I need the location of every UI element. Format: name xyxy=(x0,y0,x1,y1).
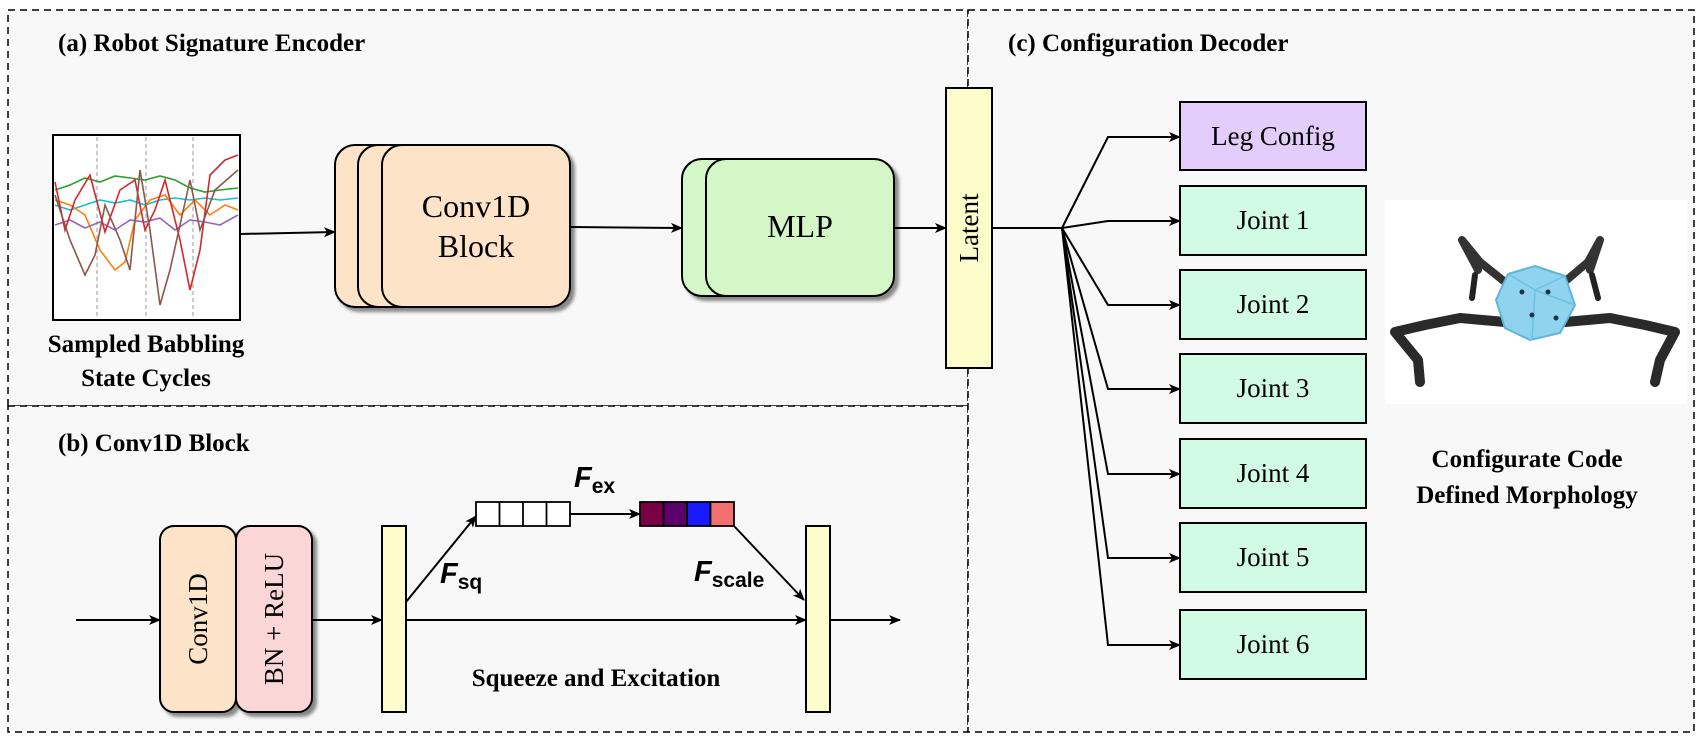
output-leg-config: Leg Config xyxy=(1179,101,1367,171)
se-input-feature-bar xyxy=(381,525,407,713)
section-c-title: (c) Configuration Decoder xyxy=(1008,30,1289,57)
robot-body-shape xyxy=(1494,264,1577,342)
output-joint-6: Joint 6 xyxy=(1179,609,1367,680)
arrow-plot-to-conv xyxy=(239,227,336,238)
f-ex-label: Fex xyxy=(574,462,615,498)
conv1d-block-label-line2: Block xyxy=(438,228,514,264)
conv1d-block-stack xyxy=(334,144,571,308)
output-joint-1: Joint 1 xyxy=(1179,185,1367,256)
excitation-cell xyxy=(709,501,735,527)
quadruped-robot-illustration xyxy=(1385,200,1687,404)
arrow-conv-to-mlp xyxy=(569,222,683,233)
robot-caption-line1: Configurate Code xyxy=(1432,446,1623,473)
excitation-cell xyxy=(686,501,712,527)
svg-text:Joint 4: Joint 4 xyxy=(1237,458,1310,488)
arrow-squeeze xyxy=(405,515,477,603)
f-sq-label: Fsq xyxy=(440,558,482,594)
latent-label: Latent xyxy=(954,193,984,262)
conv1d-layer-label: Conv1D xyxy=(183,573,213,665)
svg-text:Leg Config: Leg Config xyxy=(1211,121,1335,151)
svg-text:Joint 6: Joint 6 xyxy=(1237,629,1310,659)
squeezed-vector xyxy=(475,501,571,527)
se-output-feature-bar xyxy=(805,525,831,713)
section-a-title: (a) Robot Signature Encoder xyxy=(58,30,365,57)
svg-text:Joint 3: Joint 3 xyxy=(1237,373,1310,403)
arrow-scale xyxy=(733,525,805,601)
decoder-fan-arrows xyxy=(1061,132,1181,650)
svg-text:Joint 1: Joint 1 xyxy=(1237,205,1310,235)
mlp-label: MLP xyxy=(767,208,833,244)
input-caption-line1: Sampled Babbling xyxy=(48,331,245,358)
mlp-block-stack xyxy=(681,158,895,297)
robot-caption-line2: Defined Morphology xyxy=(1416,482,1638,509)
excitation-vector xyxy=(639,501,735,527)
excitation-cell xyxy=(662,501,688,527)
output-joint-3: Joint 3 xyxy=(1179,353,1367,424)
f-scale-label: Fscale xyxy=(694,556,764,592)
output-joint-4: Joint 4 xyxy=(1179,438,1367,509)
state-cycles-plot xyxy=(52,134,241,321)
conv1d-block-label-line1: Conv1D xyxy=(422,188,530,224)
section-b-title: (b) Conv1D Block xyxy=(58,430,250,457)
input-caption-line2: State Cycles xyxy=(81,365,211,392)
latent-bar xyxy=(945,87,993,369)
svg-text:Joint 2: Joint 2 xyxy=(1237,289,1310,319)
bn-relu-label: BN + ReLU xyxy=(259,553,289,685)
excitation-cell xyxy=(639,501,665,527)
se-caption: Squeeze and Excitation xyxy=(472,665,721,692)
output-joint-5: Joint 5 xyxy=(1179,522,1367,593)
svg-text:Joint 5: Joint 5 xyxy=(1237,542,1310,572)
output-joint-2: Joint 2 xyxy=(1179,269,1367,340)
